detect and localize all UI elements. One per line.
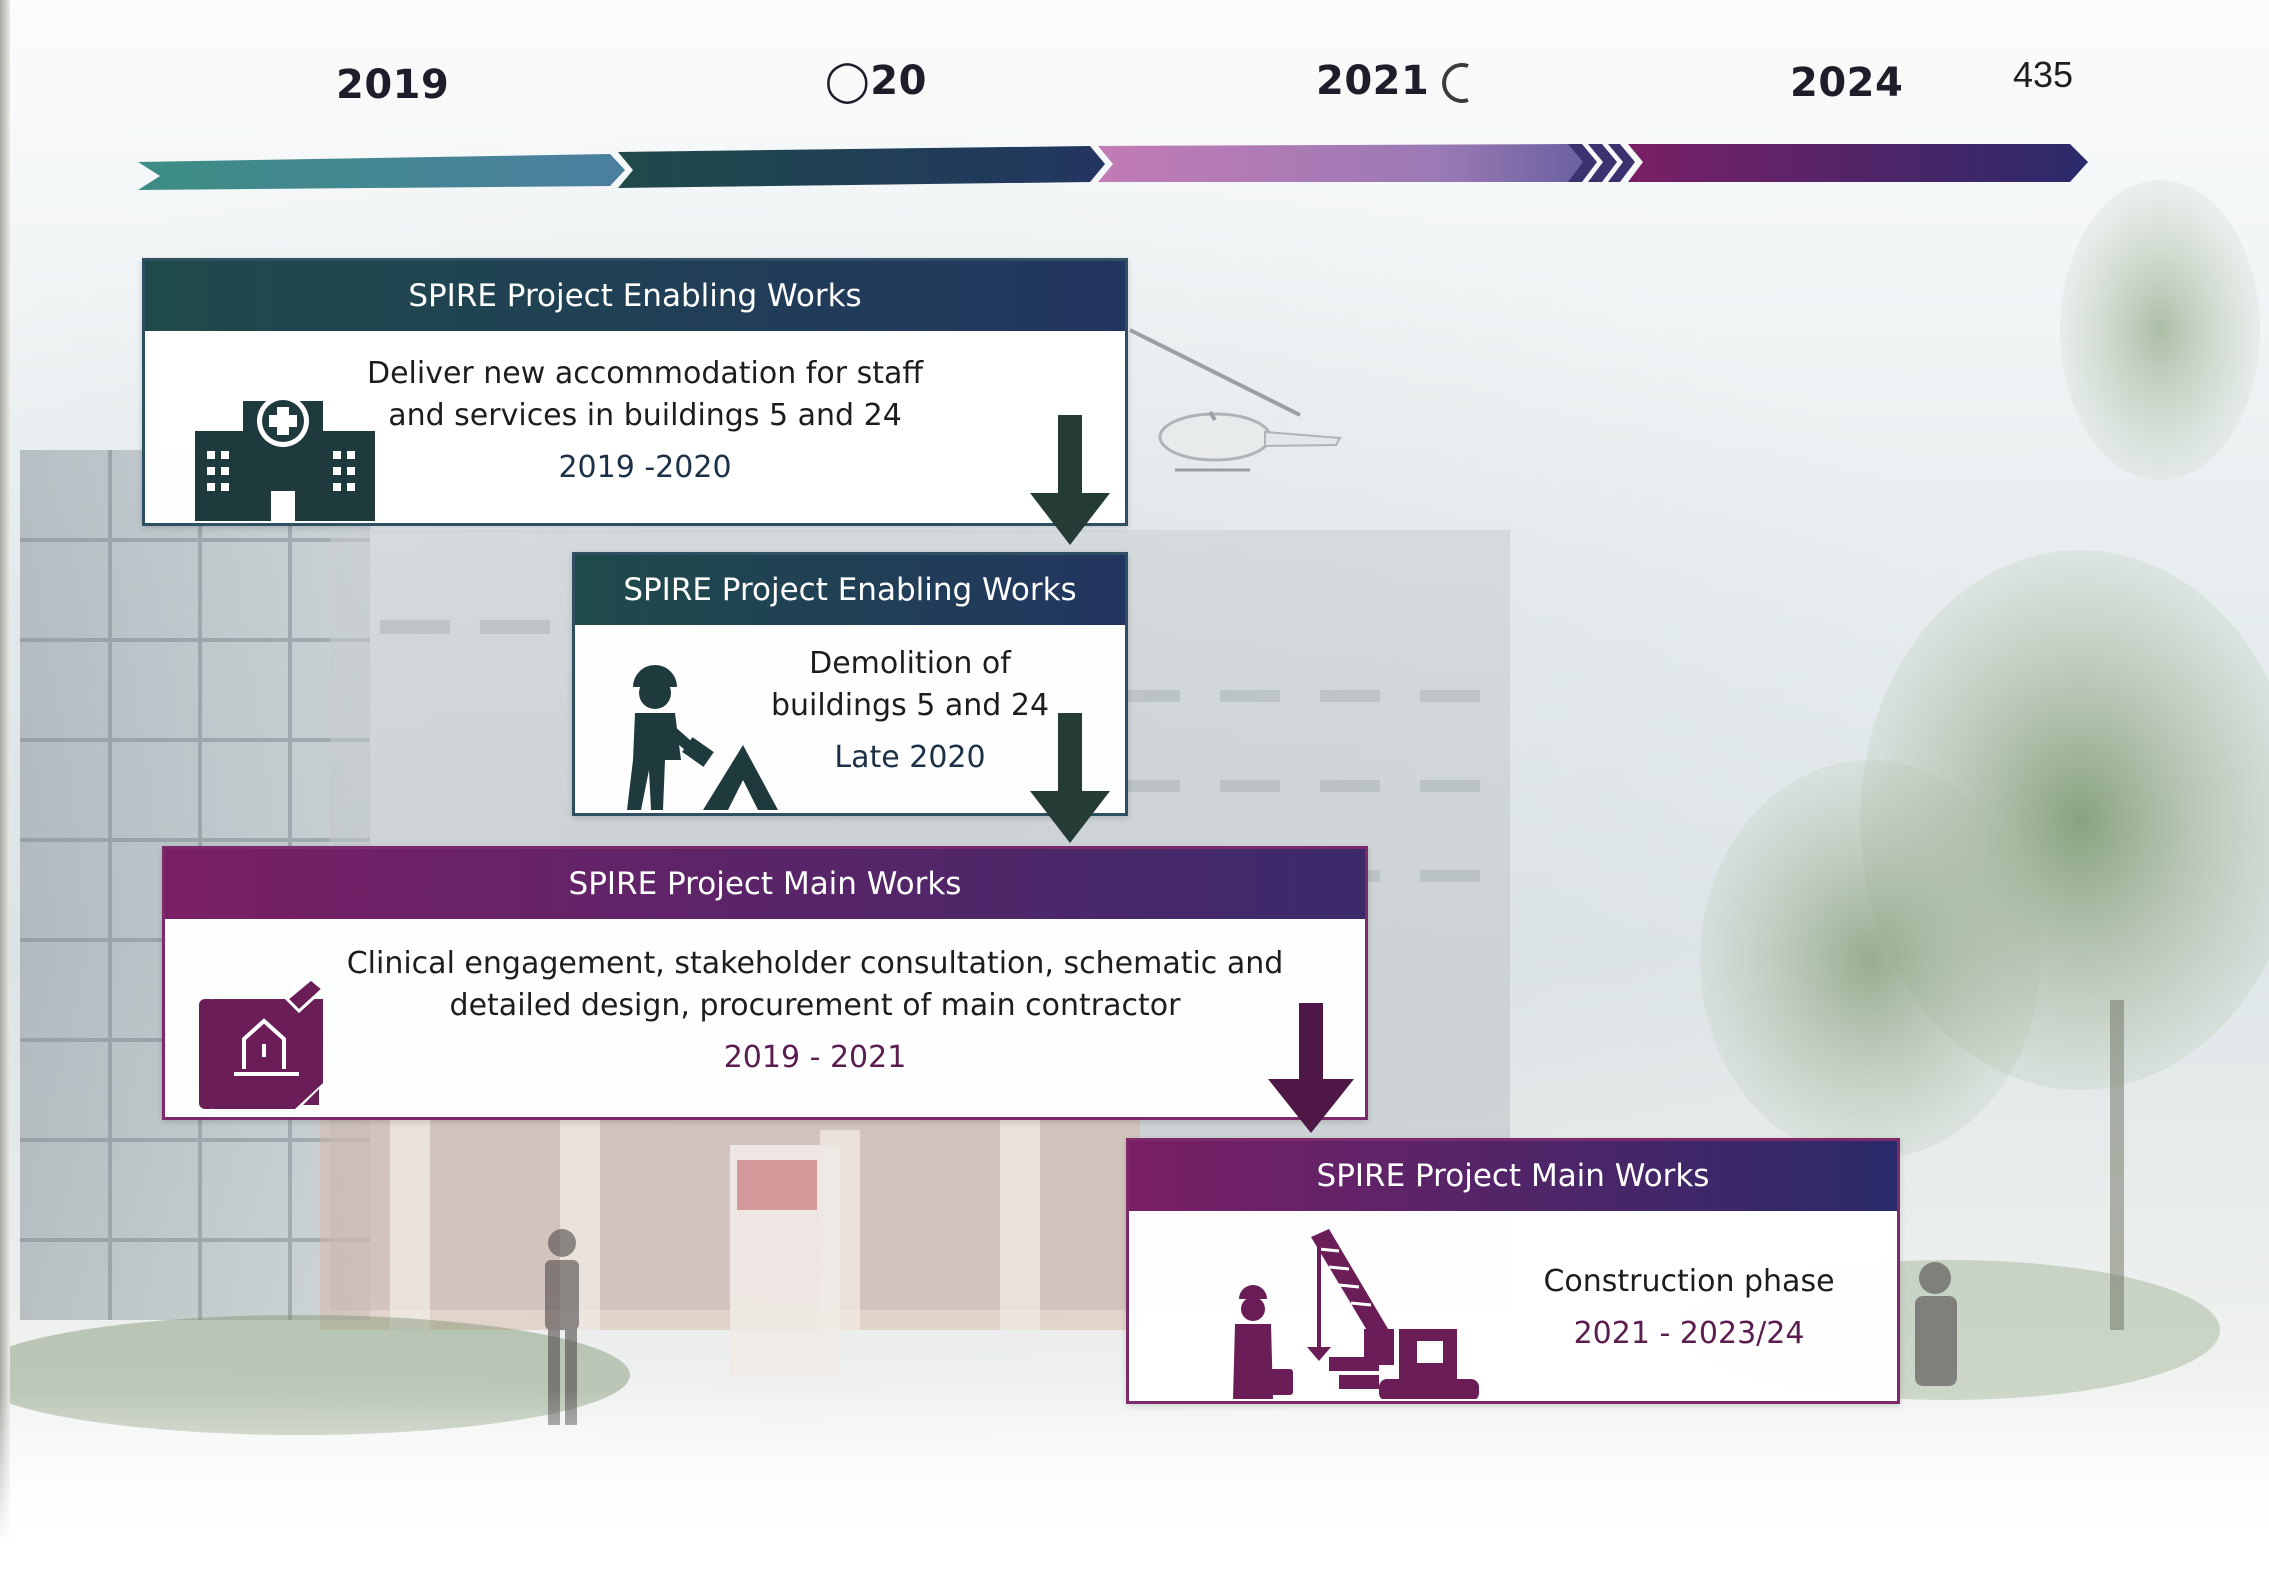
phase-card-title: SPIRE Project Main Works xyxy=(1129,1141,1897,1211)
scan-hole-mark-icon xyxy=(1442,63,1469,103)
scan-edge xyxy=(0,0,10,1586)
timeline-fast-forward-chevrons xyxy=(1568,144,1635,182)
crane-construction-icon xyxy=(1233,1229,1479,1399)
worker-demolition-icon xyxy=(627,665,778,810)
year-label-2021: 2021 xyxy=(1316,58,1430,104)
timeline-segment-4 xyxy=(1628,144,2088,182)
phase-card-body: Deliver new accommodation for staff and … xyxy=(345,353,945,489)
phase-date: 2021 - 2023/24 xyxy=(1573,1316,1805,1351)
hospital-icon xyxy=(195,395,375,521)
year-label-2020: ◯20 xyxy=(825,58,927,104)
timeline-segment-3 xyxy=(1098,144,1585,182)
phase-card-main-works-1: SPIRE Project Main Works Clinical engage… xyxy=(162,846,1368,1120)
down-arrow-icon xyxy=(1268,1003,1354,1133)
phase-card-title: SPIRE Project Enabling Works xyxy=(575,555,1125,625)
page-number: 435 xyxy=(2013,54,2074,95)
down-arrow-icon xyxy=(1030,415,1110,545)
year-label-2019: 2019 xyxy=(336,62,450,108)
timeline-segment-2 xyxy=(618,146,1105,188)
phase-card-title: SPIRE Project Main Works xyxy=(165,849,1365,919)
phase-card-main-works-2: SPIRE Project Main Works Construction ph… xyxy=(1126,1138,1900,1404)
phase-description: Deliver new accommodation for staff and … xyxy=(366,356,924,433)
phase-date: 2019 - 2021 xyxy=(723,1040,907,1075)
phase-date: 2019 -2020 xyxy=(558,450,732,485)
year-label-2024: 2024 xyxy=(1790,60,1904,106)
phase-description: Construction phase xyxy=(1543,1264,1835,1299)
phase-card-body: Demolition of buildings 5 and 24 Late 20… xyxy=(755,643,1065,779)
blueprint-design-icon xyxy=(199,979,326,1109)
phase-card-title: SPIRE Project Enabling Works xyxy=(145,261,1125,331)
phase-card-body: Clinical engagement, stakeholder consult… xyxy=(315,943,1315,1079)
timeline-bar xyxy=(138,144,2088,190)
phase-card-enabling-works-1: SPIRE Project Enabling Works Deliver new… xyxy=(142,258,1128,526)
phase-card-enabling-works-2: SPIRE Project Enabling Works Demolition … xyxy=(572,552,1128,816)
phase-description: Clinical engagement, stakeholder consult… xyxy=(346,946,1284,1023)
timeline-segment-1 xyxy=(138,154,625,190)
down-arrow-icon xyxy=(1030,713,1110,843)
phase-date: Late 2020 xyxy=(834,740,986,775)
phase-description: Demolition of buildings 5 and 24 xyxy=(770,646,1050,723)
bottom-fade xyxy=(0,1390,2269,1586)
phase-card-body: Construction phase 2021 - 2023/24 xyxy=(1499,1261,1879,1355)
